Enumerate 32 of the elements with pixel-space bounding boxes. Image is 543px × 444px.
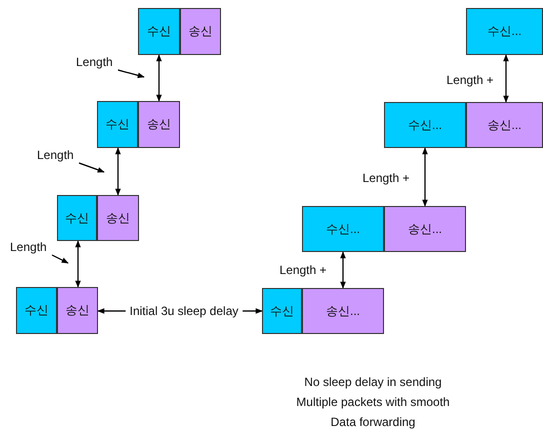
leader-arrow — [118, 69, 145, 78]
receive-cell: 수신 — [138, 8, 180, 55]
receive-cell: 수신... — [302, 206, 384, 252]
double-arrow — [422, 147, 428, 207]
double-arrow — [503, 54, 509, 103]
receive-cell: 수신 — [97, 101, 138, 148]
length-label: Length + — [361, 170, 411, 187]
receive-cell: 수신 — [16, 287, 57, 334]
double-arrow — [115, 147, 121, 196]
leader-arrow — [52, 254, 69, 264]
double-arrow — [340, 251, 346, 289]
length-label: Length + — [445, 72, 495, 89]
double-arrow — [75, 240, 81, 288]
send-cell: 송신 — [138, 101, 180, 148]
leader-arrow — [78, 162, 105, 173]
send-cell: 송신... — [384, 206, 466, 252]
edge-label: Initial 3u sleep delay — [126, 304, 242, 318]
send-cell: 송신 — [57, 287, 98, 334]
receive-cell: 수신... — [466, 8, 543, 55]
length-label: Length — [37, 145, 74, 165]
send-cell: 송신 — [180, 8, 221, 55]
note-text: No sleep delay in sending Multiple packets with smooth Data forwarding — [295, 374, 451, 431]
length-label: Length — [10, 237, 47, 257]
double-arrow — [156, 54, 162, 102]
send-cell: 송신... — [302, 288, 384, 334]
send-cell: 송신 — [97, 195, 139, 241]
send-cell: 송신... — [466, 102, 543, 148]
receive-cell: 수신 — [262, 288, 302, 334]
receive-cell: 수신... — [384, 102, 466, 148]
length-label: Length + — [278, 262, 328, 279]
length-label: Length — [76, 52, 113, 72]
receive-cell: 수신 — [57, 195, 97, 241]
